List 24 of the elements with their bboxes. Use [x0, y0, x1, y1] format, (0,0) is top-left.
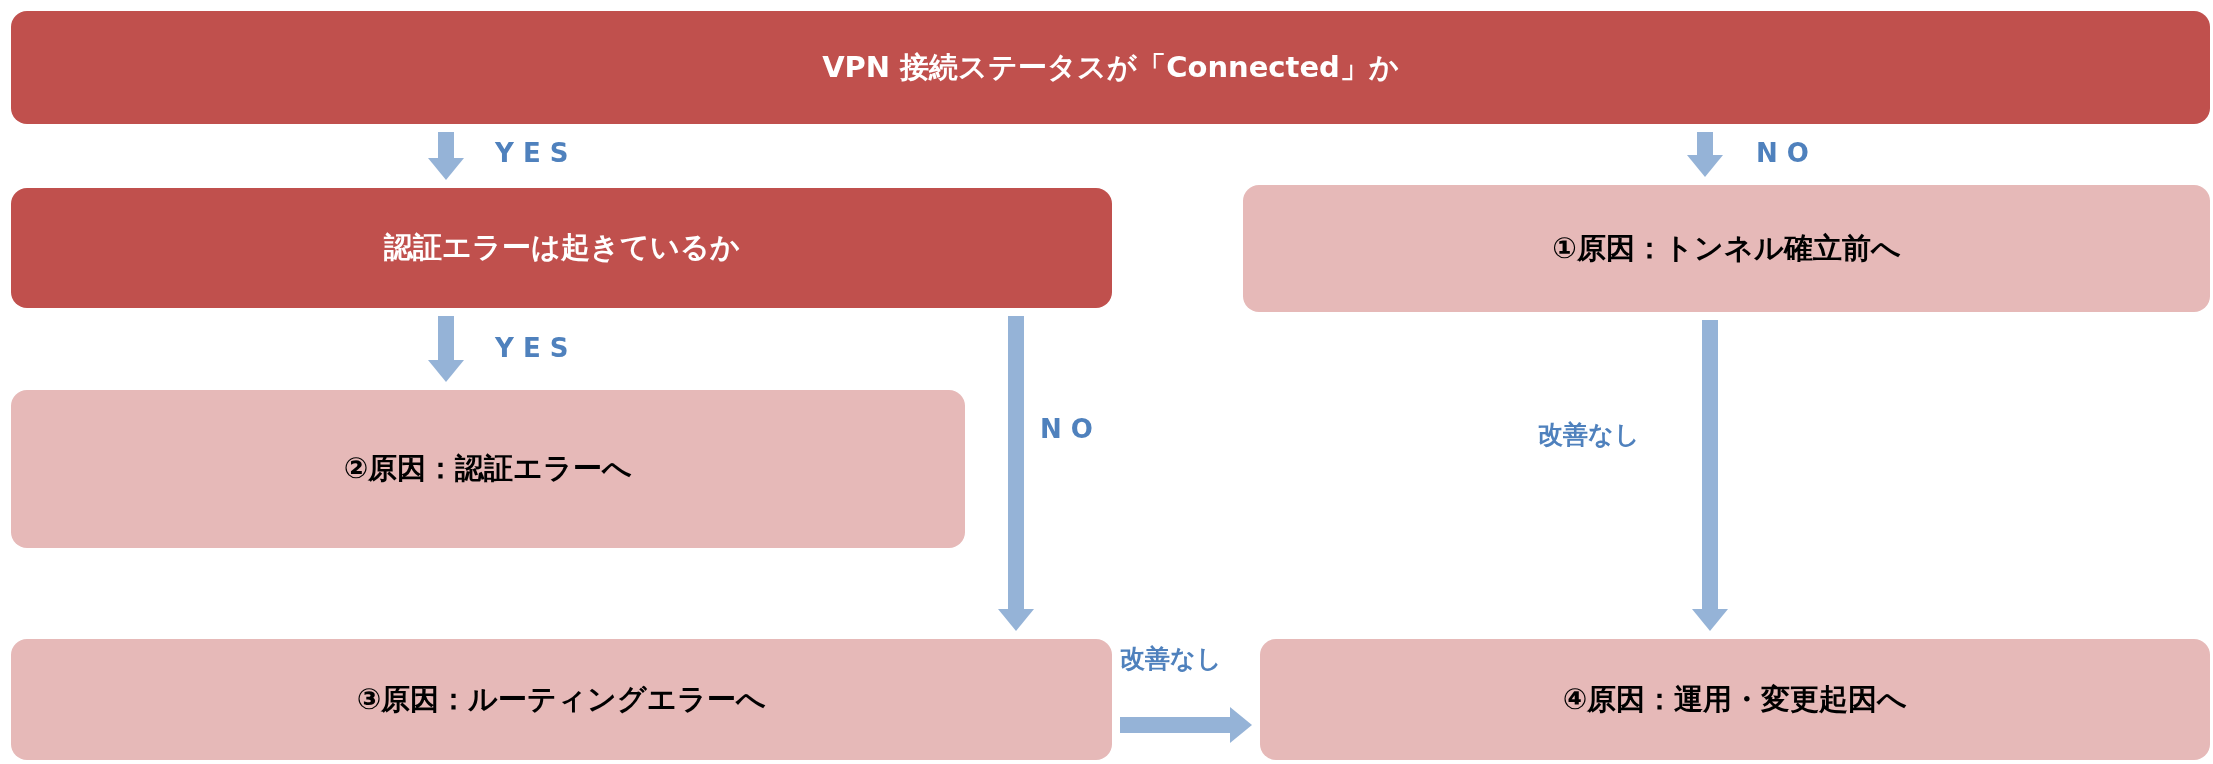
edge-label: 改善なし — [1538, 419, 1640, 451]
arrow — [428, 316, 464, 382]
result-box — [11, 639, 1112, 760]
decision-box — [11, 11, 2210, 124]
edge-label: NO — [1040, 414, 1103, 444]
node-text: VPN 接続ステータスが「Connected」か — [822, 48, 1399, 86]
edge-label: 改善なし — [1120, 643, 1222, 675]
node-text: ④原因：運用・変更起因へ — [1562, 680, 1908, 718]
edge-label: YES — [495, 333, 578, 363]
node-text: 認証エラーは起きているか — [383, 229, 740, 266]
arrow — [1120, 707, 1252, 743]
edge-label: NO — [1756, 138, 1819, 168]
result-box — [1260, 639, 2210, 760]
decision-box — [11, 188, 1112, 308]
arrow — [998, 316, 1034, 631]
result-box — [1243, 185, 2210, 312]
edge-label: YES — [495, 138, 578, 168]
arrow — [428, 132, 464, 180]
node-text: ②原因：認証エラーへ — [343, 450, 633, 487]
node-text: ③原因：ルーティングエラーへ — [356, 680, 767, 718]
node-text: ①原因：トンネル確立前へ — [1552, 229, 1901, 267]
arrow — [1692, 320, 1728, 631]
arrow — [1687, 132, 1723, 177]
result-box — [11, 390, 965, 548]
